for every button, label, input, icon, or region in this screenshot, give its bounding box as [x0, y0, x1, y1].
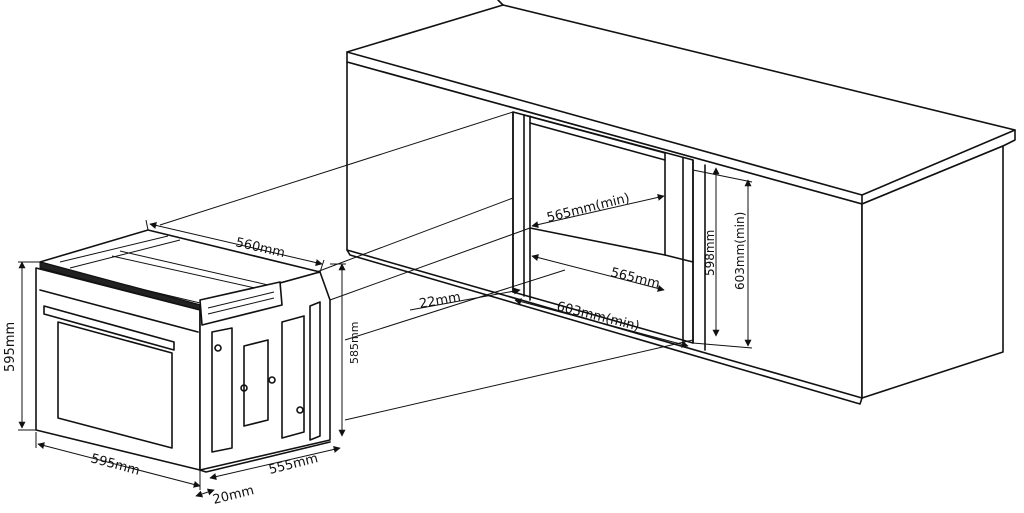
oven [35, 229, 331, 473]
label-oven-height: 595mm [3, 322, 18, 372]
label-cutout-height-min: 603mm(min) [733, 212, 747, 290]
screw-hole [268, 376, 276, 384]
oven-control-panel [199, 281, 283, 326]
screw-hole [214, 344, 222, 352]
oven-handle [43, 305, 175, 351]
label-oven-width: 595mm [89, 451, 141, 478]
label-panel-offset: 22mm [418, 290, 462, 312]
screw-hole [240, 384, 248, 392]
cabinet-side [861, 145, 1004, 399]
projection-lines [159, 111, 694, 421]
dimension-lines [18, 167, 753, 498]
cabinet-niche [512, 111, 694, 344]
cabinet [346, 0, 1016, 405]
label-oven-body-height: 585mm [348, 322, 361, 364]
label-door-thickness: 20mm [211, 483, 255, 508]
label-cutout-height: 598mm [703, 230, 717, 276]
screw-hole [296, 406, 304, 414]
